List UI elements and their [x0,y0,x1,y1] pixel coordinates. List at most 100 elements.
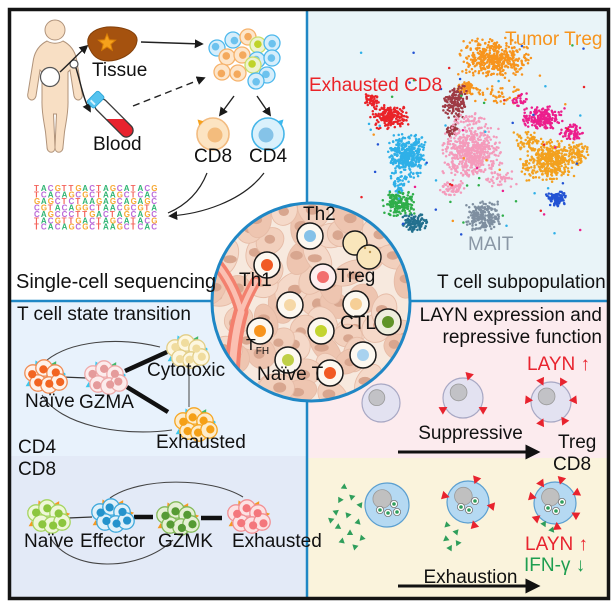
layn-title-line1: LAYN expression and [419,305,602,326]
svg-text:A: A [144,190,150,199]
svg-text:C: C [124,223,130,232]
svg-text:T: T [75,197,80,206]
svg-text:G: G [151,216,157,225]
svg-text:A: A [117,210,123,219]
svg-text:C: C [41,223,47,232]
svg-text:G: G [82,203,88,212]
svg-text:T: T [82,210,87,219]
blood-label: Blood [93,134,142,155]
svg-text:C: C [131,203,137,212]
svg-text:C: C [69,197,75,206]
svg-text:A: A [138,210,144,219]
svg-text:C: C [124,190,130,199]
svg-text:A: A [144,223,150,232]
svg-text:C: C [117,184,123,193]
svg-text:T: T [131,184,136,193]
svg-text:T: T [48,203,53,212]
cd8-naive-label: Naïve [24,531,74,552]
svg-text:C: C [151,210,157,219]
svg-text:A: A [55,203,61,212]
svg-text:T: T [69,216,74,225]
svg-text:C: C [55,190,61,199]
th2-label: Th2 [303,204,336,225]
svg-text:G: G [41,203,47,212]
svg-text:T: T [96,223,101,232]
svg-text:A: A [82,216,88,225]
svg-text:A: A [103,190,109,199]
cd4-gzma-label: GZMA [79,392,134,413]
svg-text:T: T [34,184,39,193]
svg-text:A: A [103,203,109,212]
svg-text:A: A [124,184,130,193]
svg-text:G: G [138,203,144,212]
cd4-naive-label: Naïve [25,391,75,412]
naive-t-label: Naïve T [257,364,324,385]
cd8-exhausted-label: Exhausted [232,531,322,552]
layn-title-line2: repressive function [442,327,602,348]
exhaustion-label: Exhaustion [423,567,518,588]
svg-text:T: T [62,184,67,193]
tsne-scatter [359,36,590,236]
svg-text:C: C [103,210,109,219]
layn-up-label-1: LAYN ↑ [527,354,591,375]
svg-text:A: A [69,203,75,212]
svg-text:A: A [138,216,144,225]
svg-text:T: T [62,197,67,206]
svg-text:A: A [103,184,109,193]
layn-up-label-2: LAYN ↑ [525,534,589,555]
ctl-label: CTL [340,313,376,334]
svg-text:C: C [131,210,137,219]
svg-text:T: T [62,216,67,225]
svg-text:A: A [138,184,144,193]
tumor-treg-label: Tumor Treg [505,29,603,50]
svg-text:C: C [117,216,123,225]
svg-text:G: G [82,223,88,232]
svg-text:C: C [144,216,150,225]
svg-text:C: C [41,190,47,199]
cd4-exhausted-label: Exhausted [156,432,246,453]
svg-text:C: C [62,203,68,212]
svg-text:T: T [96,184,101,193]
svg-text:C: C [55,223,61,232]
exhausted-cd8-label: Exhausted CD8 [309,75,443,96]
svg-text:T: T [96,190,101,199]
svg-text:C: C [151,197,157,206]
svg-text:C: C [69,210,75,219]
svg-text:T: T [131,223,136,232]
svg-text:A: A [89,197,95,206]
svg-text:C: C [48,216,54,225]
svg-text:G: G [34,197,40,206]
svg-text:G: G [48,197,54,206]
svg-text:C: C [34,210,40,219]
cd4-row-label: CD4 [18,437,57,458]
svg-text:C: C [48,184,54,193]
cd8-gzmk-label: GZMK [158,531,213,552]
svg-text:G: G [75,203,81,212]
svg-text:T: T [131,190,136,199]
sequencing-title: Single-cell sequencing [16,271,217,293]
svg-text:A: A [62,223,68,232]
svg-text:G: G [75,184,81,193]
svg-text:G: G [55,216,61,225]
svg-text:C: C [144,184,150,193]
svg-text:A: A [48,190,54,199]
svg-text:G: G [110,197,116,206]
svg-text:T: T [96,203,101,212]
svg-text:C: C [55,197,61,206]
blood-tube [86,90,134,138]
svg-text:G: G [124,210,130,219]
svg-text:C: C [89,190,95,199]
svg-text:C: C [62,210,68,219]
svg-text:G: G [124,203,130,212]
svg-text:T: T [34,223,39,232]
svg-text:G: G [82,190,88,199]
svg-text:G: G [110,184,116,193]
svg-text:G: G [96,197,102,206]
ifng-down-label: IFN-γ ↓ [524,555,586,576]
cd4-cell-label: CD4 [249,146,288,167]
svg-text:T: T [144,203,149,212]
svg-text:C: C [117,203,123,212]
svg-text:A: A [82,197,88,206]
svg-text:G: G [117,223,123,232]
